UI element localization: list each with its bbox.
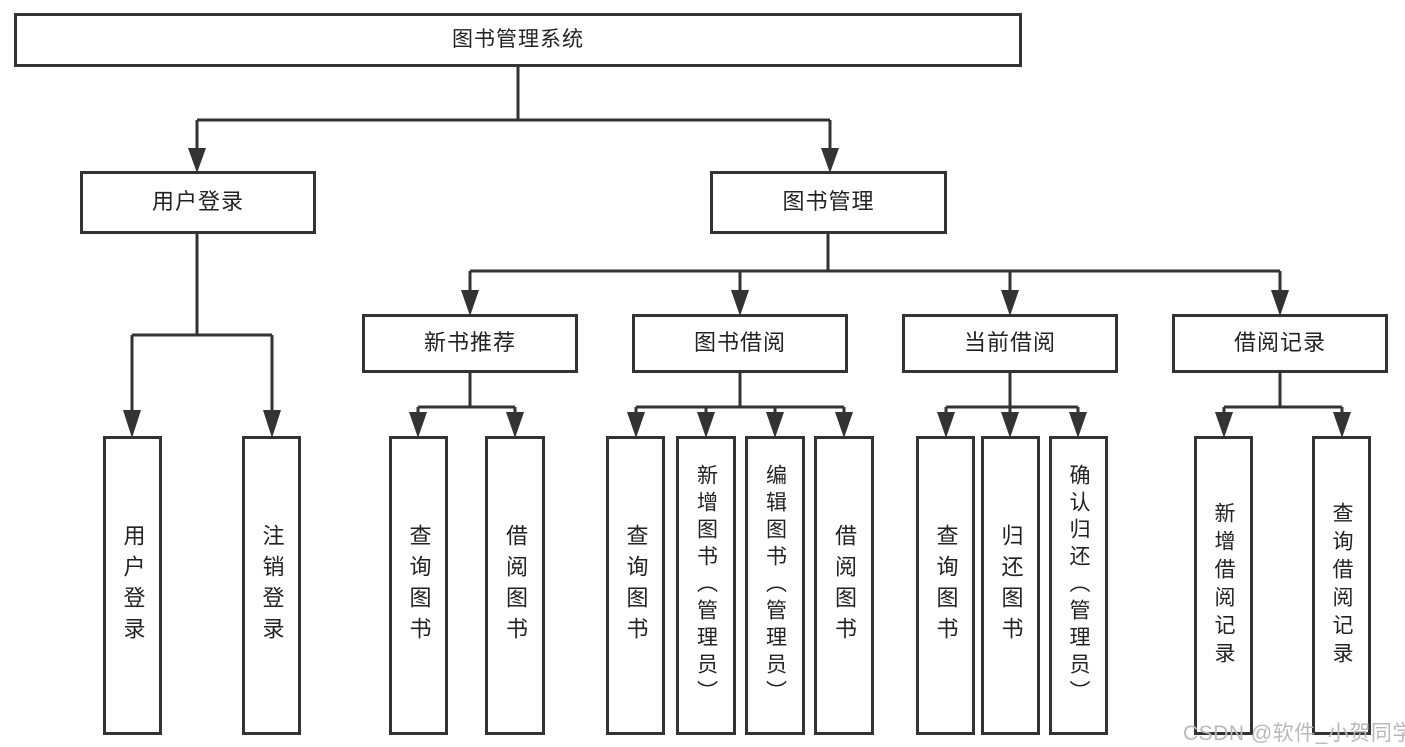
leaf-recommend-borrow-books: 借阅图书 (485, 436, 545, 735)
leaf-borrowing-add-books-admin: 新增图书（管理员） (676, 436, 736, 735)
node-book-management: 图书管理 (710, 171, 947, 234)
node-library-management-system: 图书管理系统 (14, 13, 1022, 67)
leaf-logout: 注销登录 (242, 436, 301, 735)
leaf-records-query-borrow-record: 查询借阅记录 (1312, 436, 1371, 735)
leaf-borrowing-query-books: 查询图书 (606, 436, 665, 735)
leaf-current-return-books: 归还图书 (981, 436, 1040, 735)
node-current-borrowing: 当前借阅 (902, 314, 1118, 373)
node-book-borrowing: 图书借阅 (632, 314, 848, 373)
leaf-current-confirm-return-admin: 确认归还（管理员） (1049, 436, 1108, 735)
leaf-user-login: 用户登录 (103, 436, 162, 735)
leaf-records-add-borrow-record: 新增借阅记录 (1194, 436, 1253, 735)
node-borrowing-records: 借阅记录 (1172, 314, 1388, 373)
leaf-recommend-query-books: 查询图书 (389, 436, 448, 735)
leaf-borrowing-edit-books-admin: 编辑图书（管理员） (745, 436, 805, 735)
leaf-borrowing-borrow-books: 借阅图书 (814, 436, 874, 735)
node-new-book-recommendation: 新书推荐 (362, 314, 578, 373)
leaf-current-query-books: 查询图书 (916, 436, 975, 735)
node-user-login: 用户登录 (80, 171, 316, 234)
csdn-watermark: CSDN @软件_小贺同学 (1183, 722, 1405, 745)
